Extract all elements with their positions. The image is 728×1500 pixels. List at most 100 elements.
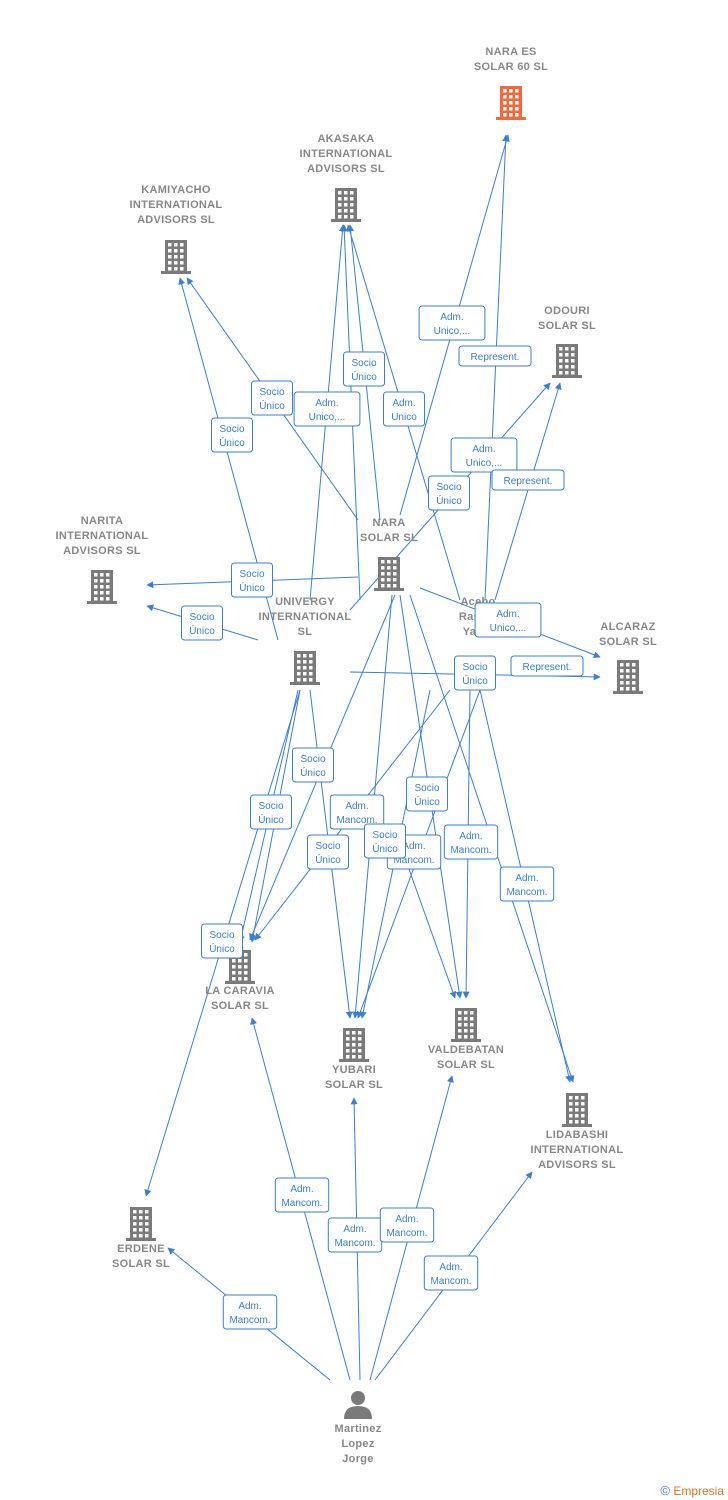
edge-label-e6[interactable]: Adm.Unico: [383, 391, 425, 427]
building-window: [393, 566, 397, 570]
node-label: AKASAKA: [317, 133, 374, 145]
edge-label-box: [307, 834, 349, 870]
building-window: [571, 371, 575, 375]
edge-label-box: [250, 794, 292, 830]
building-window: [352, 1049, 356, 1053]
node-label: ALCARAZ: [600, 621, 655, 633]
edge-label-e18[interactable]: Adm.Mancom.: [329, 794, 385, 830]
edge-label-text: Unico: [391, 412, 417, 423]
building-window: [393, 578, 397, 582]
edge-label-text: Represent.: [504, 476, 553, 487]
edge-label-text: Mancom.: [430, 1276, 471, 1287]
building-window: [309, 672, 313, 676]
footer-brand[interactable]: © Empresia: [660, 1483, 724, 1498]
node-label: UNIVERGY: [275, 596, 335, 608]
edge-label-text: Único: [436, 494, 462, 507]
edge-label-text: Socio: [258, 801, 283, 812]
edge-label-e13[interactable]: Adm.Unico,...: [474, 602, 542, 638]
edge-label-box: [379, 1207, 435, 1243]
edge-label-e15[interactable]: Represent.: [510, 655, 584, 677]
building-window: [100, 591, 104, 595]
node-label: SOLAR SL: [538, 320, 596, 332]
edge-label-e1[interactable]: Adm.Unico,...: [418, 305, 486, 341]
building-window: [346, 1055, 350, 1059]
building-window: [509, 107, 513, 111]
node-label: NARA: [373, 517, 406, 529]
node-label: ADVISORS SL: [538, 1159, 616, 1171]
node-label: VALDEBATAN: [428, 1044, 504, 1056]
edge-label-e24[interactable]: Adm.Mancom.: [499, 866, 555, 902]
node-label: INTERNATIONAL: [300, 148, 393, 160]
building-window: [350, 197, 354, 201]
edge-label-e27[interactable]: Adm.Mancom.: [327, 1217, 383, 1253]
edge-label-e8[interactable]: Adm.Unico,...: [450, 437, 518, 473]
node-label: SOLAR SL: [325, 1079, 383, 1091]
building-window: [297, 654, 301, 658]
node-label: INTERNATIONAL: [531, 1144, 624, 1156]
edge-line: [494, 382, 562, 601]
node-label: NARA ES: [485, 46, 536, 58]
edge-label-e9[interactable]: Represent.: [491, 469, 565, 491]
building-window: [569, 1102, 573, 1106]
person-body: [344, 1406, 372, 1419]
edge-label-e5[interactable]: Adm.Unico,...: [293, 391, 361, 427]
building-window: [393, 560, 397, 564]
building-window: [106, 591, 110, 595]
building-window: [470, 1017, 474, 1021]
building-window: [458, 1011, 462, 1015]
edge-label-text: Socio: [219, 424, 244, 435]
edge-label-e29[interactable]: Adm. Mancom.: [423, 1255, 479, 1291]
edge-label-e23[interactable]: Adm.Mancom.: [443, 824, 499, 860]
building-window: [581, 1102, 585, 1106]
building-window: [352, 1031, 356, 1035]
building-base: [613, 691, 643, 694]
edge-label-box: [406, 776, 448, 812]
edge-label-text: Único: [315, 853, 341, 866]
edge-label-box: [443, 824, 499, 860]
building-window: [297, 672, 301, 676]
building-window: [244, 977, 248, 981]
building-window: [509, 113, 513, 117]
edge-label-e30[interactable]: Adm.Mancom.: [222, 1294, 278, 1330]
edge-label-box: [181, 605, 223, 641]
edge-label-e2[interactable]: Represent.: [458, 345, 532, 367]
edge-label-e28[interactable]: Adm.Mancom.: [379, 1207, 435, 1243]
edge-label-text: Adm.: [395, 1214, 418, 1225]
edge-label-text: Adm.: [439, 1262, 462, 1273]
edge-label-e26[interactable]: Adm.Mancom.: [274, 1177, 330, 1213]
building-window: [358, 1037, 362, 1041]
person-icon: [351, 1391, 365, 1405]
building-window: [565, 353, 569, 357]
building-window: [565, 365, 569, 369]
edge-label-text: Mancom.: [336, 815, 377, 826]
building-window: [581, 1096, 585, 1100]
building-window: [464, 1011, 468, 1015]
